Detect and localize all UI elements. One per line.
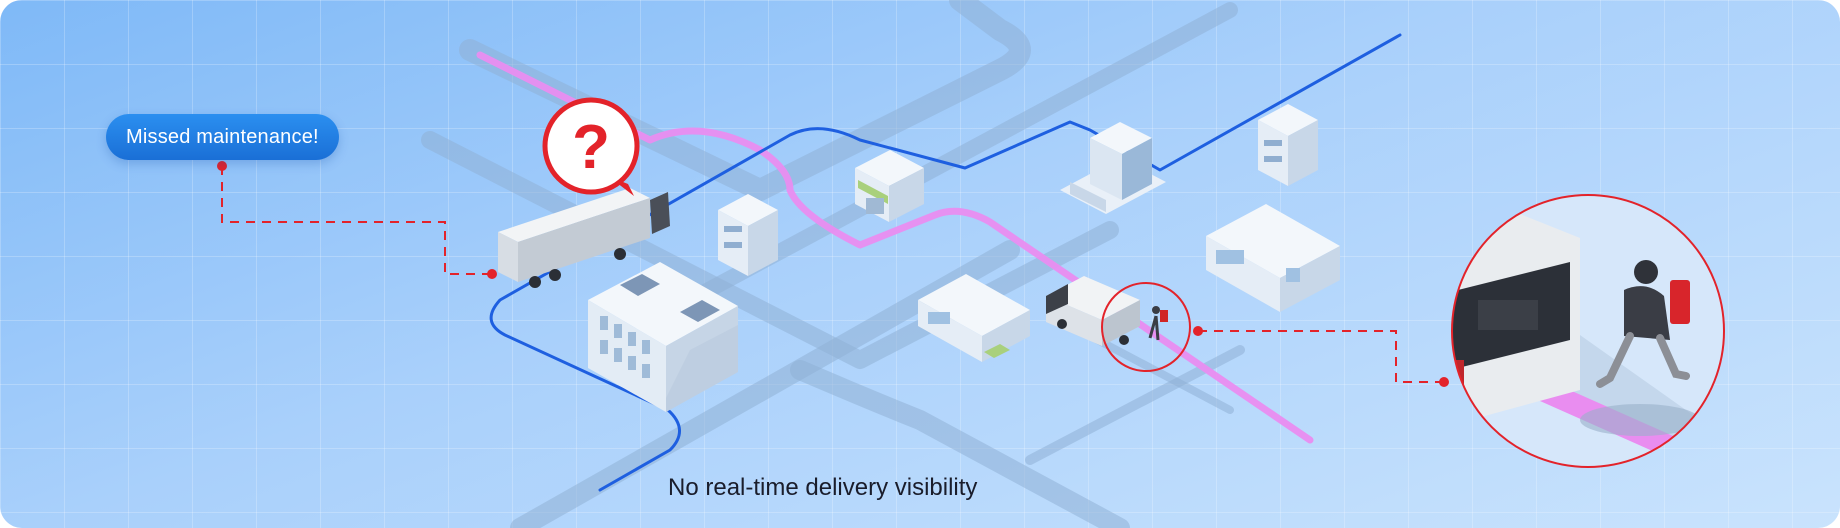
- blue-route: [489, 33, 1402, 492]
- theft-zoom-circle: [1451, 194, 1725, 468]
- house-right: [1206, 204, 1340, 312]
- theft-leader-dot-end: [1439, 377, 1449, 387]
- theft-leader-line: [1198, 330, 1444, 383]
- delivery-visibility-caption: No real-time delivery visibility: [668, 474, 978, 501]
- missed-maintenance-callout: Missed maintenance!: [106, 114, 339, 160]
- garage-building: [855, 150, 924, 222]
- semi-truck: [498, 188, 670, 288]
- theft-highlight-small: [1101, 282, 1191, 372]
- question-badge: [542, 97, 640, 196]
- maintenance-leader-line: [221, 166, 492, 275]
- house-center: [918, 274, 1030, 362]
- delivery-van: [1046, 276, 1140, 346]
- apartment-tower: [1258, 104, 1318, 186]
- callout-label: Missed maintenance!: [126, 125, 319, 148]
- pink-route: [476, 51, 1314, 444]
- theft-leader-dot-start: [1193, 326, 1203, 336]
- office-building-large: [588, 262, 738, 412]
- leader-dot-end: [487, 269, 497, 279]
- question-mark-icon: ?: [572, 113, 610, 182]
- glass-office-building: [1060, 122, 1166, 214]
- leader-dot-start: [217, 161, 227, 171]
- tower-building-small: [718, 194, 778, 276]
